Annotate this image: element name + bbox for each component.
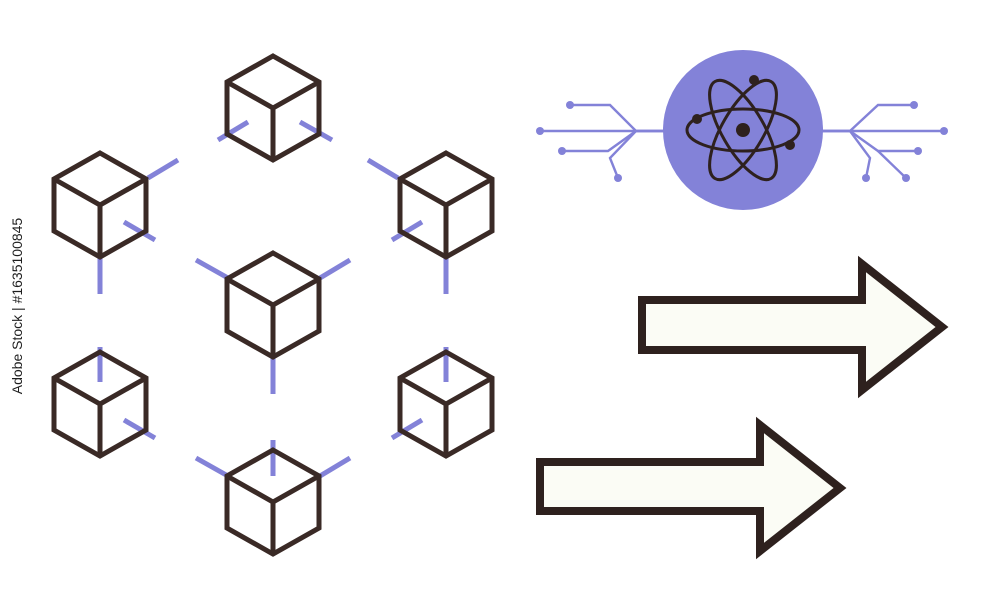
- cube-icon: [224, 250, 322, 360]
- cube-icon: [51, 150, 149, 260]
- cube-icon: [224, 53, 322, 163]
- cube-icon: [51, 349, 149, 459]
- blockchain-connectors: [97, 119, 449, 479]
- right-arrow-icon-top: [638, 255, 949, 399]
- cube-icon: [397, 349, 495, 459]
- cube-icon: [224, 447, 322, 557]
- atom-circuit-icon: [536, 50, 948, 210]
- circuit-traces-left: [536, 101, 666, 182]
- stock-id-label: Adobe Stock | #1635100845: [9, 217, 26, 395]
- right-arrow-icon-bottom: [536, 416, 847, 560]
- circuit-traces-right: [820, 101, 948, 182]
- blockchain-cubes: [51, 53, 495, 557]
- stock-id-sidebar: Adobe Stock | #1635100845: [0, 0, 34, 612]
- cube-icon: [397, 150, 495, 260]
